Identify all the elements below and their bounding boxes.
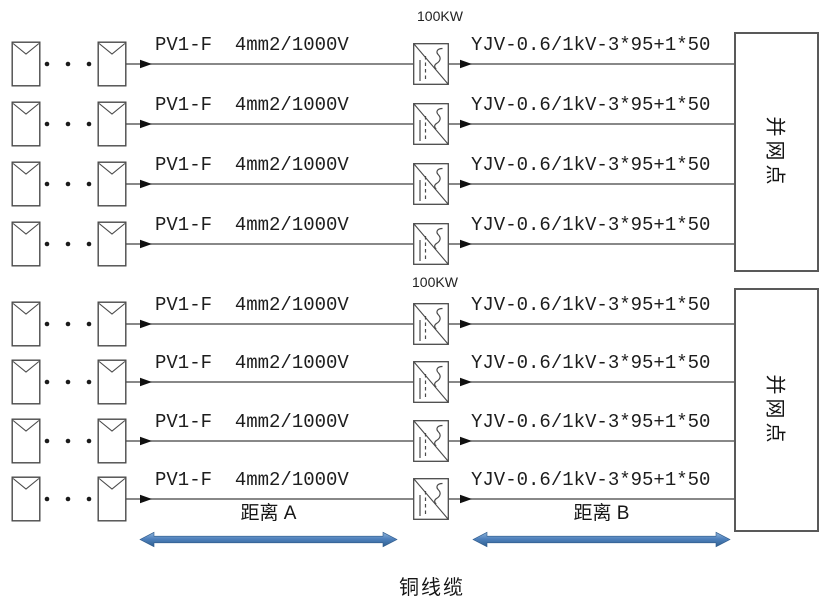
dc-cable-label: PV1-F 4mm2/1000V: [155, 411, 349, 433]
grid-point-label-box1: 并网点: [735, 33, 818, 271]
ac-cable-label: YJV-0.6/1kV-3*95+1*50: [471, 94, 711, 116]
inverter-power-label: 100KW: [417, 8, 463, 24]
inverter-power-label: 100KW: [412, 274, 458, 290]
dc-cable-label: PV1-F 4mm2/1000V: [155, 294, 349, 316]
dc-cable-label: PV1-F 4mm2/1000V: [155, 34, 349, 56]
grid-point-label: 并网点: [763, 116, 785, 188]
grid-connection-box: [734, 32, 819, 272]
ac-cable-label: YJV-0.6/1kV-3*95+1*50: [471, 214, 711, 236]
grid-connection-box: [734, 288, 819, 532]
ac-cable-label: YJV-0.6/1kV-3*95+1*50: [471, 294, 711, 316]
ac-cable-label: YJV-0.6/1kV-3*95+1*50: [471, 352, 711, 374]
ac-cable-label: YJV-0.6/1kV-3*95+1*50: [471, 154, 711, 176]
grid-point-label: 并网点: [763, 374, 785, 446]
dc-cable-label: PV1-F 4mm2/1000V: [155, 154, 349, 176]
copper-cable-label: 铜线缆: [399, 577, 465, 599]
dc-cable-label: PV1-F 4mm2/1000V: [155, 352, 349, 374]
dc-cable-label: PV1-F 4mm2/1000V: [155, 469, 349, 491]
dc-cable-label: PV1-F 4mm2/1000V: [155, 214, 349, 236]
distance-a-label: 距离 A: [240, 503, 297, 524]
ac-cable-label: YJV-0.6/1kV-3*95+1*50: [471, 411, 711, 433]
grid-point-label-box2: 并网点: [735, 289, 818, 531]
distance-b-label: 距离 B: [573, 503, 630, 524]
dc-cable-label: PV1-F 4mm2/1000V: [155, 94, 349, 116]
ac-cable-label: YJV-0.6/1kV-3*95+1*50: [471, 34, 711, 56]
ac-cable-label: YJV-0.6/1kV-3*95+1*50: [471, 469, 711, 491]
